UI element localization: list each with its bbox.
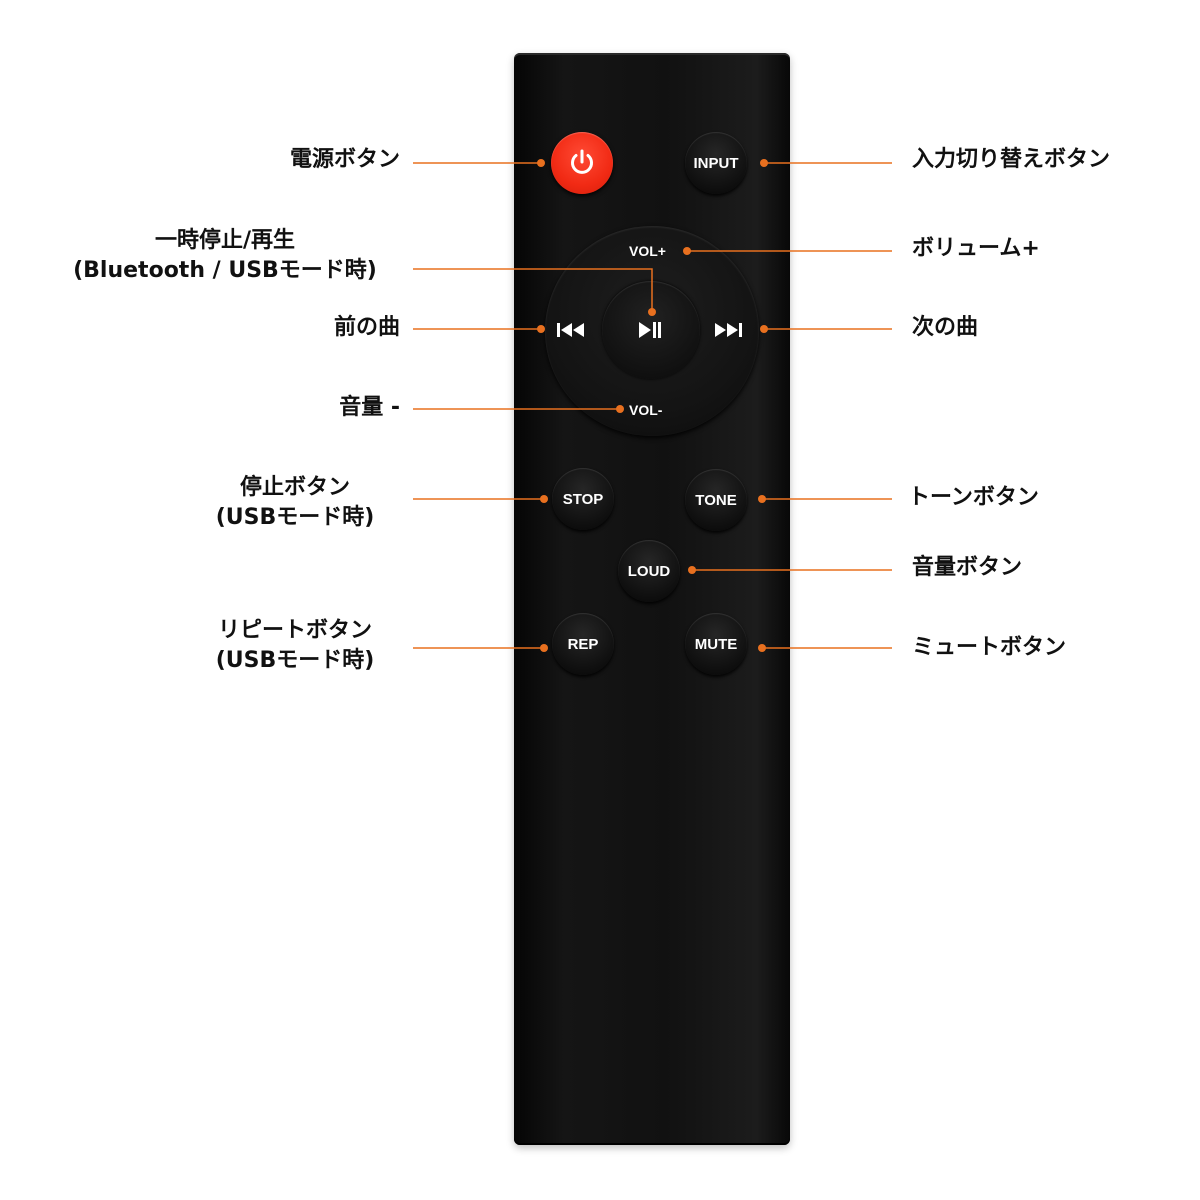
- stop-button-label: STOP: [562, 490, 604, 508]
- vol-up-button[interactable]: VOL+: [629, 243, 666, 259]
- mute-button[interactable]: MUTE: [685, 613, 747, 675]
- mute-button-label: MUTE: [694, 635, 738, 653]
- callout-input: 入力切り替えボタン: [912, 147, 1111, 172]
- callout-play-pause-line2: (Bluetooth / USBモード時): [73, 258, 377, 283]
- callout-next: 次の曲: [912, 315, 979, 340]
- tone-button[interactable]: TONE: [685, 469, 747, 531]
- callout-vol-up: ボリューム+: [912, 236, 1040, 261]
- callout-loud: 音量ボタン: [912, 555, 1023, 580]
- callout-repeat-line2: (USBモード時): [215, 648, 375, 673]
- input-button[interactable]: INPUT: [685, 132, 747, 194]
- loud-button-label: LOUD: [627, 562, 671, 580]
- power-button[interactable]: [551, 132, 613, 194]
- repeat-button[interactable]: REP: [552, 613, 614, 675]
- callout-play-pause-line1: 一時停止/再生: [154, 228, 296, 253]
- skip-previous-icon[interactable]: [557, 322, 585, 338]
- stop-button[interactable]: STOP: [552, 468, 614, 530]
- power-icon: [571, 149, 593, 174]
- play-pause-icon: [639, 322, 661, 338]
- callout-mute: ミュートボタン: [912, 635, 1067, 660]
- callout-vol-down: 音量 -: [339, 395, 400, 420]
- loud-button[interactable]: LOUD: [618, 540, 680, 602]
- tone-button-label: TONE: [695, 491, 737, 509]
- callout-stop-line2: (USBモード時): [215, 505, 375, 530]
- callout-repeat-line1: リピートボタン: [217, 618, 372, 643]
- input-button-label: INPUT: [693, 154, 739, 172]
- callout-tone: トーンボタン: [908, 485, 1039, 510]
- callout-previous: 前の曲: [333, 315, 400, 340]
- callout-stop-line1: 停止ボタン: [239, 475, 350, 500]
- skip-next-icon[interactable]: [714, 322, 742, 338]
- repeat-button-label: REP: [567, 635, 599, 653]
- vol-down-button[interactable]: VOL-: [629, 402, 663, 418]
- callout-power: 電源ボタン: [289, 147, 400, 172]
